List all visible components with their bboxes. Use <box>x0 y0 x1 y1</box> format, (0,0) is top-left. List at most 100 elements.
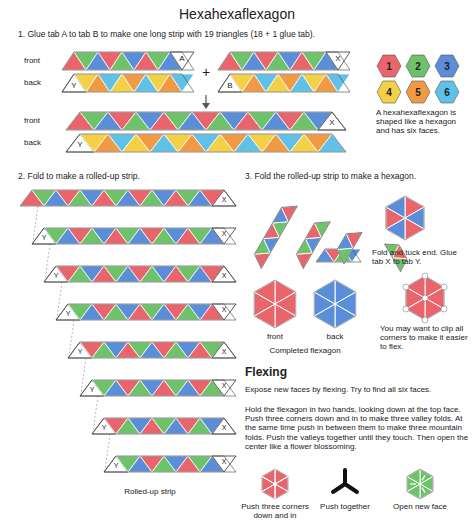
tab-letter: A <box>175 54 189 63</box>
tab-letter: X <box>325 118 339 127</box>
label-text: front <box>24 116 60 125</box>
down-arrow <box>205 95 206 104</box>
face-number: 6 <box>434 80 460 104</box>
hexagon-fill <box>406 81 430 103</box>
plus-sign: + <box>198 64 214 80</box>
open-arrow <box>410 483 416 484</box>
fold-line <box>275 469 276 484</box>
face-hexagon: 5 <box>405 80 431 104</box>
glue-tab <box>212 190 236 206</box>
back-face <box>314 280 335 304</box>
tab-letter: X <box>218 196 230 204</box>
strip-outline <box>32 228 236 244</box>
label-text: back <box>24 78 60 87</box>
strip-triangle <box>277 200 297 222</box>
tab-letter: X <box>218 272 230 280</box>
strip-outline <box>44 266 236 282</box>
note-text: You may want to clip all corners to make… <box>380 324 470 352</box>
folded-hexagon <box>386 196 405 218</box>
face-number: 4 <box>376 80 402 104</box>
tab-letter: Y <box>67 81 81 90</box>
label-text: back <box>24 138 60 147</box>
step-text: 1. Glue tab A to tab B to make one long … <box>18 30 458 40</box>
strip-outline <box>218 74 350 92</box>
tab-letter: Y <box>38 234 50 242</box>
strip-outline <box>92 418 236 434</box>
strip-outline <box>20 190 236 206</box>
label-text: front <box>24 56 60 65</box>
strip-triangle <box>318 134 346 152</box>
fold-line <box>275 477 288 485</box>
strip-outline <box>218 52 350 70</box>
tab-letter: Y <box>86 386 98 394</box>
hexagon-fill <box>377 55 401 77</box>
clip-mark <box>422 273 428 279</box>
hexagon-outline <box>314 280 356 328</box>
face-number: 2 <box>405 54 431 78</box>
clip-mark <box>403 306 409 312</box>
hexagon-outline <box>386 196 424 240</box>
strip-outline <box>250 200 297 269</box>
glue-tab <box>212 342 236 358</box>
section-heading: Flexing <box>245 366 365 380</box>
hexagon-fill <box>406 55 430 77</box>
fold-line <box>93 396 98 432</box>
folded-hexagon <box>405 218 424 240</box>
face-number: 5 <box>405 80 431 104</box>
clip-mark <box>422 295 428 301</box>
strip-outline <box>80 380 236 396</box>
hexagon-fill <box>377 81 401 103</box>
open-arrow <box>422 487 425 492</box>
fold-line <box>45 244 50 280</box>
strip-outline <box>66 134 346 152</box>
caption-text: Push together <box>313 502 377 511</box>
caption-text: Completed flexagon <box>250 346 360 355</box>
tab-letter: X <box>331 54 345 63</box>
tab-letter: Y <box>74 348 86 356</box>
label-text: front <box>250 332 300 341</box>
glue-tab <box>170 52 194 70</box>
tab-letter: X <box>218 424 230 432</box>
tab-letter: X <box>218 306 230 314</box>
face-number: 1 <box>376 54 402 78</box>
face-hexagon: 6 <box>434 80 460 104</box>
tab-letter: Y <box>62 310 74 318</box>
body-text: Hold the flexagon in two hands, looking … <box>245 405 470 451</box>
caption-text: Open new face <box>388 502 452 511</box>
fold-line <box>262 484 275 492</box>
fold-line <box>275 484 276 499</box>
fold-line <box>69 320 74 356</box>
fold-line <box>33 206 38 242</box>
strip-outline <box>62 74 194 92</box>
glue-tab <box>212 380 236 396</box>
caption-text: Push three corners down and in <box>232 502 318 520</box>
glue-tab <box>212 456 236 472</box>
clip-mark <box>441 284 447 290</box>
strip-group <box>333 226 362 264</box>
glue-tab <box>212 304 236 320</box>
strip-triangle <box>326 74 350 92</box>
new-face <box>420 484 433 499</box>
tab-letter: Y <box>110 462 122 470</box>
strip-outline <box>66 112 346 130</box>
step-text: 2. Fold to make a rolled-up strip. <box>18 172 238 182</box>
step-text: 3. Fold the rolled-up strip to make a he… <box>245 172 470 182</box>
face-hexagon: 4 <box>376 80 402 104</box>
tab-letter: Y <box>98 424 110 432</box>
tab-letter: X <box>218 230 230 238</box>
hexagon-outline <box>254 280 296 328</box>
back-face <box>335 304 356 328</box>
clip-mark <box>403 284 409 290</box>
face-hexagon: 3 <box>434 54 460 78</box>
face-hexagon: 1 <box>376 54 402 78</box>
glue-tab <box>212 228 236 244</box>
clip-mark <box>422 317 428 323</box>
clip-mark <box>441 306 447 312</box>
face-number: 3 <box>434 54 460 78</box>
strip-outline <box>56 304 236 320</box>
hexagon-outline <box>262 469 288 499</box>
glue-tab <box>326 52 350 70</box>
note-text: Fold and tuck end. Glue tab X to tab Y. <box>372 248 470 266</box>
tab-letter: Y <box>73 140 87 149</box>
